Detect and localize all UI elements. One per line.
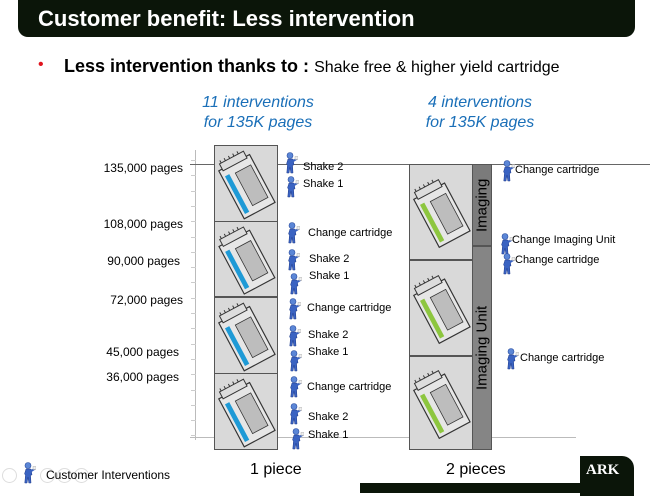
- person-icon: [288, 376, 303, 398]
- y-tick: [191, 405, 196, 406]
- slide-nav-button[interactable]: [74, 468, 89, 483]
- y-tick: [191, 298, 196, 299]
- brand-logo: ARK: [586, 462, 620, 478]
- event-label: Shake 1: [309, 270, 350, 282]
- cartridge-image: [214, 373, 278, 450]
- person-icon: [501, 253, 516, 275]
- x-axis: [190, 437, 576, 438]
- y-tick: [191, 191, 196, 192]
- imaging-bar: Imaging: [472, 164, 492, 246]
- person-icon: [499, 233, 514, 255]
- x-label-two-pieces: 2 pieces: [446, 461, 506, 478]
- event-label: Change cartridge: [515, 254, 600, 266]
- person-icon: [286, 249, 301, 271]
- y-label: 108,000 pages: [103, 217, 183, 231]
- y-tick: [191, 206, 196, 207]
- event-label: Shake 2: [308, 411, 349, 423]
- event-label: Shake 2: [308, 329, 349, 341]
- slide-title: Customer benefit: Less intervention: [38, 6, 415, 31]
- y-label: 36,000 pages: [106, 370, 179, 384]
- legend-person-icon: [22, 462, 37, 484]
- event-label: Change cartridge: [308, 227, 393, 239]
- person-icon: [287, 325, 302, 347]
- y-tick: [191, 420, 196, 421]
- event-label: Shake 2: [303, 161, 344, 173]
- y-label: 90,000 pages: [107, 254, 180, 268]
- y-tick: [191, 175, 196, 176]
- y-tick: [191, 282, 196, 283]
- slide-nav-button[interactable]: [40, 468, 55, 483]
- slide-nav-button[interactable]: [57, 468, 72, 483]
- footer-strip: [360, 483, 634, 493]
- y-label: 72,000 pages: [110, 293, 183, 307]
- bullet-icon: •: [38, 56, 44, 73]
- y-label: 135,000 pages: [103, 161, 183, 175]
- person-icon: [501, 160, 516, 182]
- person-icon: [288, 273, 303, 295]
- cartridge-image: [214, 145, 278, 222]
- y-tick: [191, 313, 196, 314]
- y-tick: [191, 328, 196, 329]
- bullet-bold: Less intervention thanks to :: [64, 56, 310, 76]
- y-tick: [191, 374, 196, 375]
- y-tick: [191, 359, 196, 360]
- imaging-unit-bar: Imaging Unit: [472, 246, 492, 450]
- person-icon: [290, 428, 305, 450]
- y-axis: [195, 150, 196, 440]
- event-label: Shake 2: [309, 253, 350, 265]
- title-bar: [18, 0, 635, 37]
- person-icon: [287, 298, 302, 320]
- y-label: 45,000 pages: [106, 345, 179, 359]
- header-two-pieces: 4 interventions for 135K pages: [410, 93, 550, 133]
- y-tick: [191, 390, 196, 391]
- person-icon: [505, 348, 520, 370]
- event-label: Change cartridge: [307, 302, 392, 314]
- event-label: Change Imaging Unit: [512, 234, 616, 246]
- cartridge-image: [409, 356, 473, 450]
- x-label-one-piece: 1 piece: [250, 461, 302, 478]
- y-tick: [191, 344, 196, 345]
- event-label: Shake 1: [308, 429, 349, 441]
- y-tick: [191, 267, 196, 268]
- event-label: Change cartridge: [520, 352, 605, 364]
- imaging-unit-label: Imaging Unit: [473, 305, 491, 391]
- event-label: Shake 1: [303, 178, 344, 190]
- person-icon: [288, 350, 303, 372]
- y-tick: [191, 160, 196, 161]
- event-label: Change cartridge: [515, 164, 600, 176]
- cartridge-image: [409, 164, 473, 260]
- cartridge-image: [409, 260, 473, 356]
- y-tick: [191, 237, 196, 238]
- header-one-piece: 11 interventions for 135K pages: [188, 93, 328, 133]
- person-icon: [285, 176, 300, 198]
- header-line: for 135K pages: [425, 114, 535, 131]
- legend-label: Customer Interventions: [46, 468, 171, 482]
- person-icon: [288, 403, 303, 425]
- bullet-text: Less intervention thanks to : Shake free…: [64, 56, 560, 77]
- header-line: for 135K pages: [203, 114, 313, 131]
- cartridge-image: [214, 297, 278, 374]
- event-label: Shake 1: [308, 346, 349, 358]
- imaging-label: Imaging: [473, 178, 491, 232]
- y-tick: [191, 252, 196, 253]
- y-tick: [191, 221, 196, 222]
- cartridge-image: [214, 221, 278, 297]
- y-tick: [191, 435, 196, 436]
- header-line: 4 interventions: [427, 94, 533, 111]
- bullet-rest: Shake free & higher yield cartridge: [314, 59, 560, 76]
- person-icon: [286, 222, 301, 244]
- prev-slide-button[interactable]: [2, 468, 17, 483]
- header-line: 11 interventions: [202, 94, 314, 111]
- event-label: Change cartridge: [307, 381, 392, 393]
- person-icon: [284, 152, 299, 174]
